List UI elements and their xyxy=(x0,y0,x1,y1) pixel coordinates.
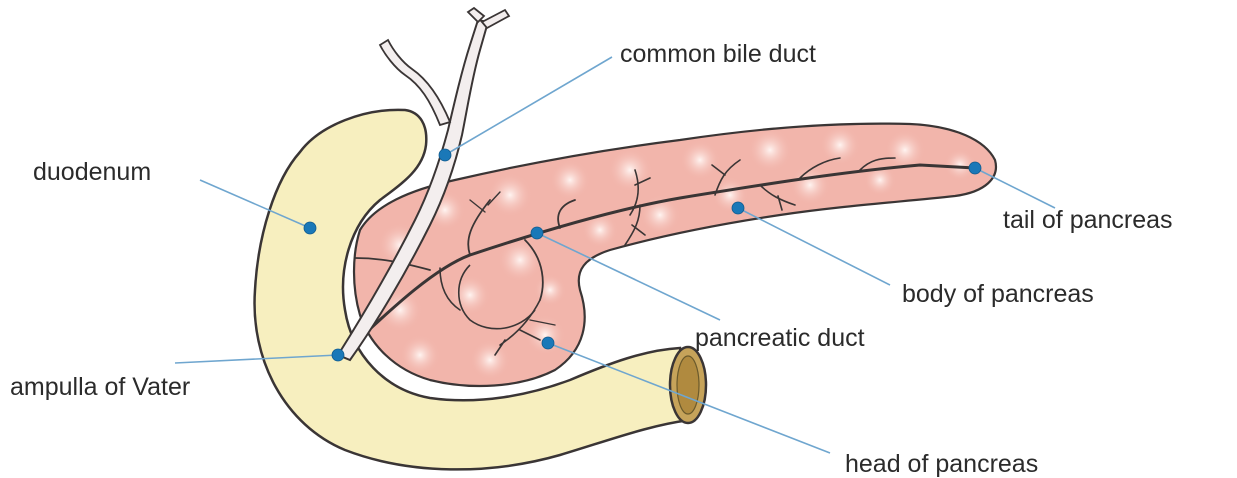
label-pancreatic-duct: pancreatic duct xyxy=(695,326,865,351)
marker-tail xyxy=(969,162,981,174)
label-tail-of-pancreas: tail of pancreas xyxy=(1003,208,1173,233)
marker-ampulla xyxy=(332,349,344,361)
label-duodenum: duodenum xyxy=(33,160,151,185)
marker-head xyxy=(542,337,554,349)
marker-common-bile-duct xyxy=(439,149,451,161)
label-ampulla-of-vater: ampulla of Vater xyxy=(10,375,190,400)
marker-pancreatic-duct xyxy=(531,227,543,239)
leader-body xyxy=(738,208,890,285)
leader-tail xyxy=(975,168,1055,208)
label-common-bile-duct: common bile duct xyxy=(620,42,816,67)
marker-body xyxy=(732,202,744,214)
label-body-of-pancreas: body of pancreas xyxy=(902,282,1094,307)
marker-duodenum xyxy=(304,222,316,234)
label-head-of-pancreas: head of pancreas xyxy=(845,452,1038,477)
